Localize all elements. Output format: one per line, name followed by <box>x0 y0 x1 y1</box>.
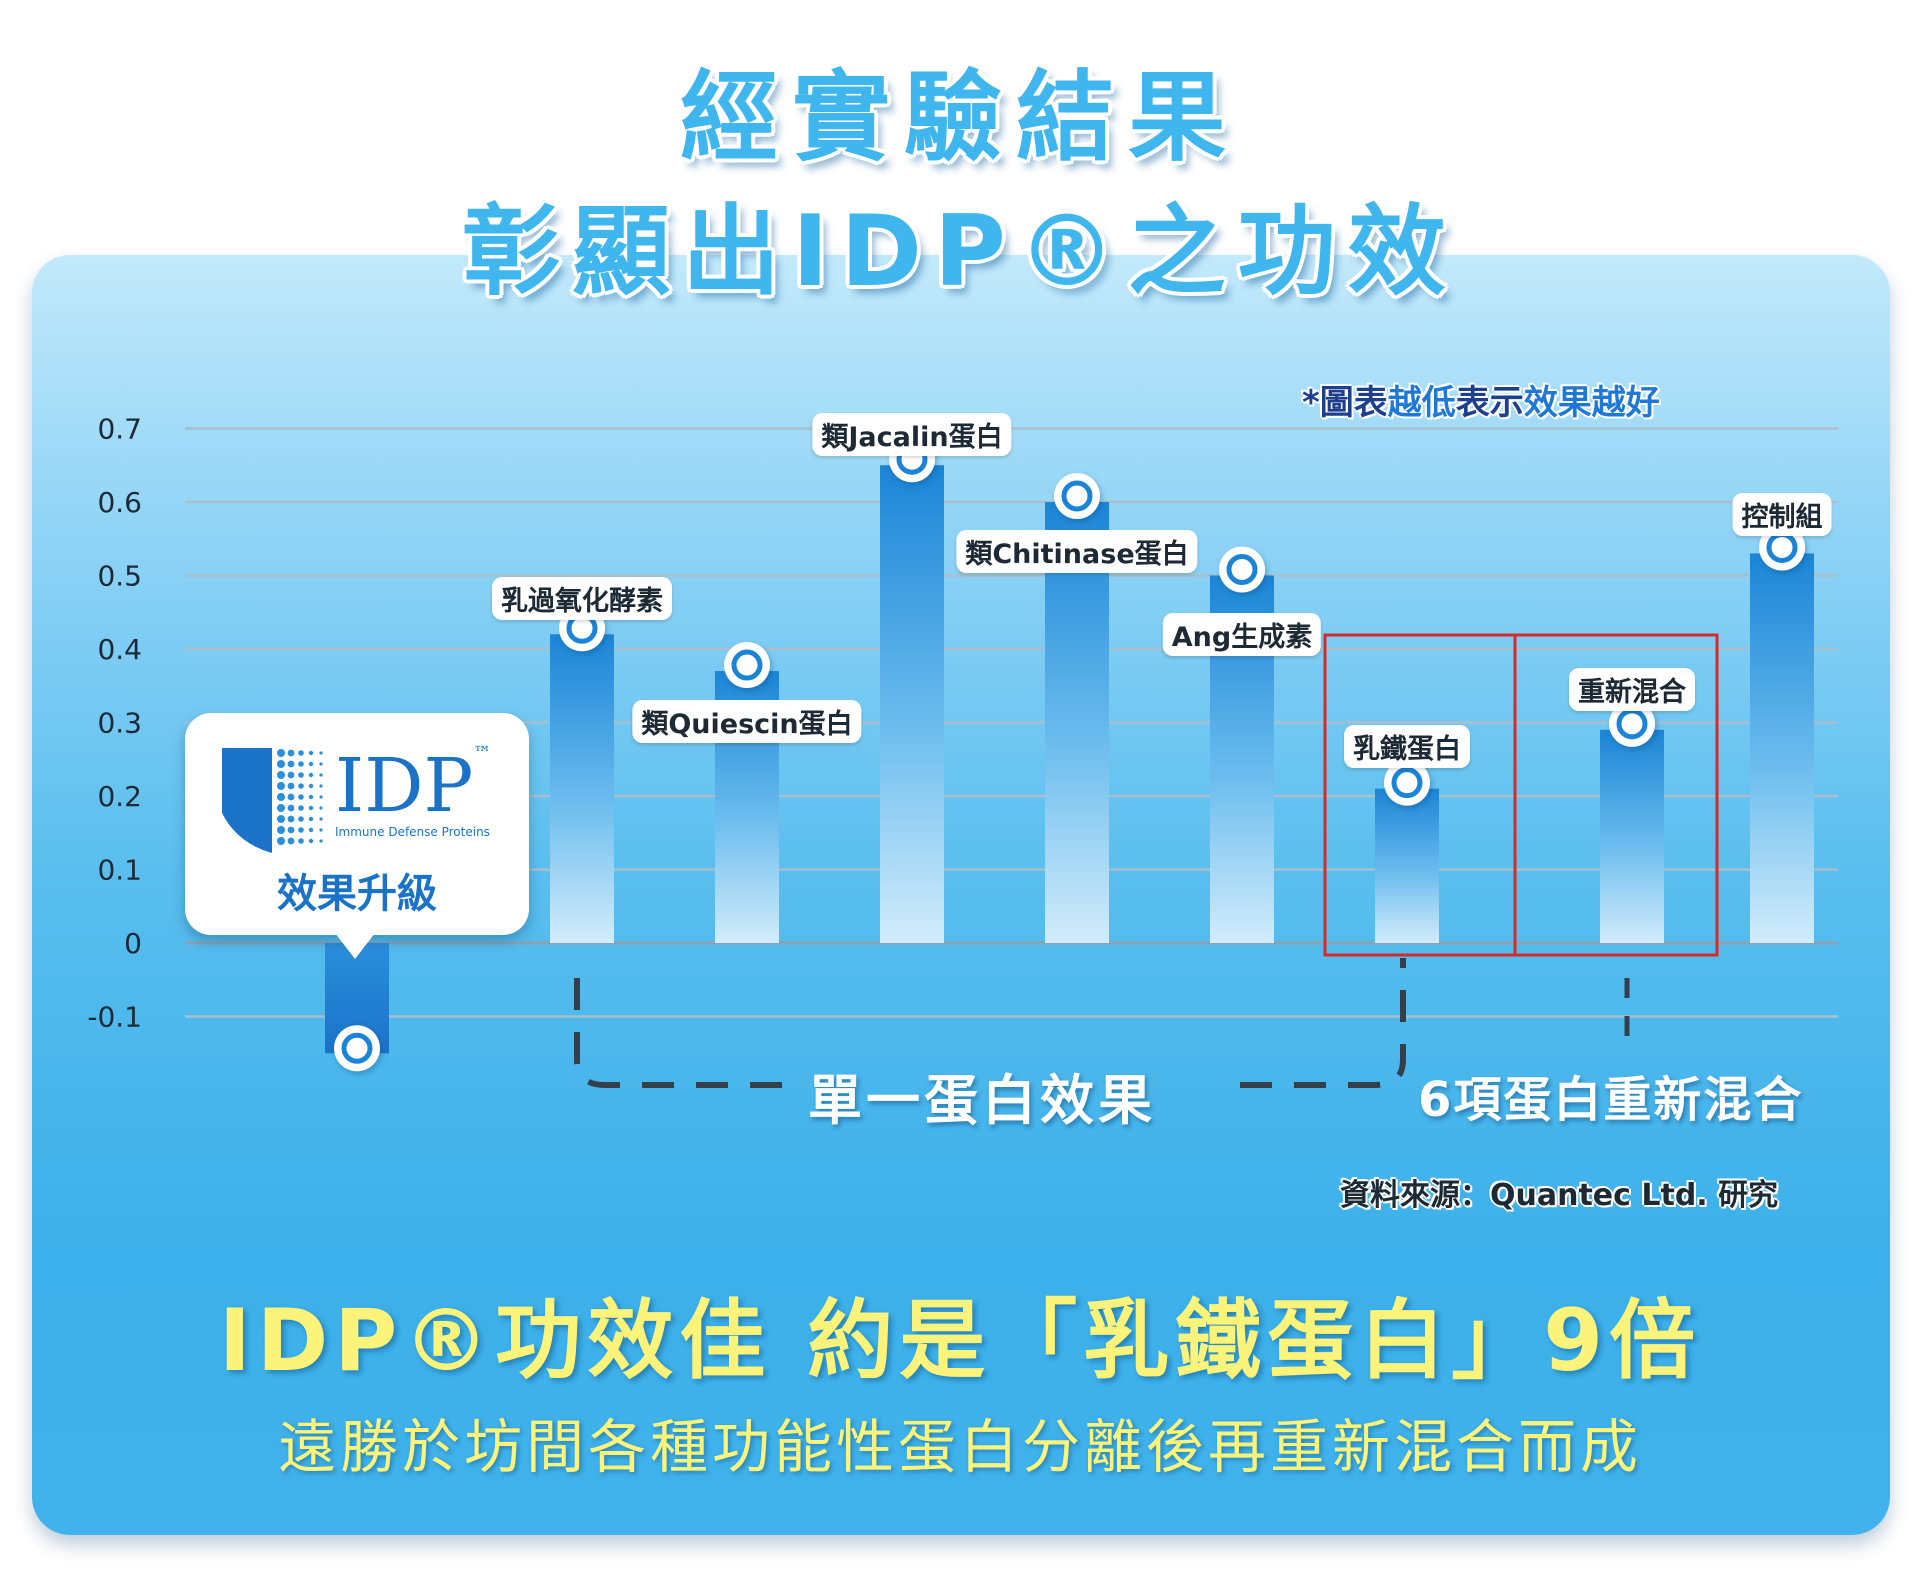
bar-1 <box>550 634 614 943</box>
bar-3 <box>880 465 944 943</box>
logo-dot <box>298 783 304 789</box>
bar-marker-ring-0 <box>341 1032 373 1064</box>
logo-dot <box>287 793 295 801</box>
bar-label-7: 重新混合 <box>1569 668 1695 711</box>
bar-marker-6 <box>1384 759 1430 806</box>
logo-dot <box>319 773 323 777</box>
bar-marker-5 <box>1219 546 1265 593</box>
logo-dot <box>298 838 304 844</box>
y-tick-label: 0.7 <box>97 413 142 446</box>
bar-label-4: 類Chitinase蛋白 <box>956 530 1198 573</box>
bar-7 <box>1600 729 1664 943</box>
logo-dot <box>277 782 285 790</box>
logo-dot <box>287 749 295 757</box>
logo-dot <box>298 772 304 778</box>
logo-dot <box>298 827 304 833</box>
conclusion-sub: 遠勝於坊間各種功能性蛋白分離後再重新混合而成 <box>277 1413 1642 1481</box>
logo-dot <box>319 795 323 799</box>
logo-dot <box>319 828 323 832</box>
logo-dot <box>319 839 323 843</box>
logo-dot <box>298 761 304 767</box>
y-tick-label: 0.6 <box>97 486 142 519</box>
bar-4 <box>1045 502 1109 943</box>
bar-marker-ring-2 <box>731 649 763 681</box>
idp-logo-text: IDP™ <box>335 743 492 829</box>
title-line-1: 經實驗結果 <box>679 61 1240 175</box>
logo-dot <box>298 805 304 811</box>
logo-dot <box>287 826 295 834</box>
y-tick-label: 0.5 <box>97 560 142 593</box>
logo-dot <box>287 815 295 823</box>
group-label-mixed: 6項蛋白重新混合 <box>1418 1072 1804 1128</box>
logo-dot <box>319 784 323 788</box>
group-label-single: 單一蛋白效果 <box>808 1069 1156 1132</box>
logo-dot <box>319 817 323 821</box>
bar-label-8: 控制組 <box>1732 493 1832 536</box>
note-part-3: 效果越好 <box>1523 383 1660 423</box>
conclusion-main: IDP®功效佳 約是「乳鐵蛋白」9倍 <box>218 1291 1702 1391</box>
title-line-2: 彰顯出IDP®之功效 <box>462 195 1458 309</box>
logo-dot <box>308 794 314 800</box>
bar-8 <box>1750 553 1814 943</box>
logo-dot <box>319 806 323 810</box>
logo-dot <box>308 838 314 844</box>
logo-dot <box>277 804 285 812</box>
source-label: 資料來源：Quantec Ltd. 研究 <box>1340 1178 1779 1213</box>
bar-label-2: 類Quiescin蛋白 <box>632 700 862 743</box>
logo-dot <box>319 751 323 755</box>
logo-dot <box>277 793 285 801</box>
logo-dot <box>308 805 314 811</box>
logo-dot <box>319 762 323 766</box>
bar-label-6: 乳鐵蛋白 <box>1344 725 1470 768</box>
bar-6 <box>1375 788 1439 943</box>
logo-dot <box>308 772 314 778</box>
bracket-single-right <box>1240 958 1406 1088</box>
logo-dot <box>277 771 285 779</box>
chart-note: *圖表越低表示效果越好 <box>1302 375 1660 424</box>
logo-dot <box>277 749 285 757</box>
logo-dot <box>277 826 285 834</box>
bar-marker-2 <box>724 642 770 689</box>
bar-marker-ring-6 <box>1391 767 1423 799</box>
idp-card-label: 效果升級 <box>277 871 437 917</box>
bar-label-1: 乳過氧化酵素 <box>492 577 672 620</box>
logo-dot <box>308 827 314 833</box>
logo-dot <box>287 771 295 779</box>
logo-dot <box>287 804 295 812</box>
note-part-2: 表示 <box>1455 383 1524 423</box>
y-tick-label: -0.1 <box>87 1001 142 1034</box>
logo-dot <box>298 816 304 822</box>
logo-dot <box>308 761 314 767</box>
y-tick-label: 0.1 <box>97 854 142 887</box>
bar-label-3: 類Jacalin蛋白 <box>812 413 1012 456</box>
y-tick-label: 0.4 <box>97 633 142 666</box>
y-tick-label: 0 <box>124 927 142 960</box>
logo-dot <box>308 816 314 822</box>
highlight-box-remix <box>1513 633 1719 957</box>
logo-dot <box>287 760 295 768</box>
logo-dot <box>287 837 295 845</box>
logo-dot <box>308 750 314 756</box>
logo-dot <box>277 815 285 823</box>
bar-marker-7 <box>1609 700 1655 747</box>
bar-label-5: Ang生成素 <box>1162 613 1322 656</box>
bar-marker-ring-4 <box>1061 480 1093 512</box>
bar-marker-ring-5 <box>1226 554 1258 585</box>
y-tick-label: 0.3 <box>97 707 142 740</box>
idp-logo-sub: Immune Defense Proteins <box>335 825 490 839</box>
idp-card: IDP™ Immune Defense Proteins 效果升級 <box>185 713 529 959</box>
logo-dot <box>298 794 304 800</box>
logo-dot <box>277 837 285 845</box>
logo-dot <box>308 783 314 789</box>
logo-dot <box>298 750 304 756</box>
bar-marker-4 <box>1054 473 1100 519</box>
bar-marker-0 <box>334 1025 380 1072</box>
bracket-single <box>574 978 790 1088</box>
logo-dot <box>277 760 285 768</box>
y-tick-label: 0.2 <box>97 780 142 813</box>
shield-icon <box>222 748 323 853</box>
logo-dot <box>287 782 295 790</box>
note-part-1: 越低 <box>1387 383 1456 423</box>
note-part-0: *圖表 <box>1302 383 1388 423</box>
